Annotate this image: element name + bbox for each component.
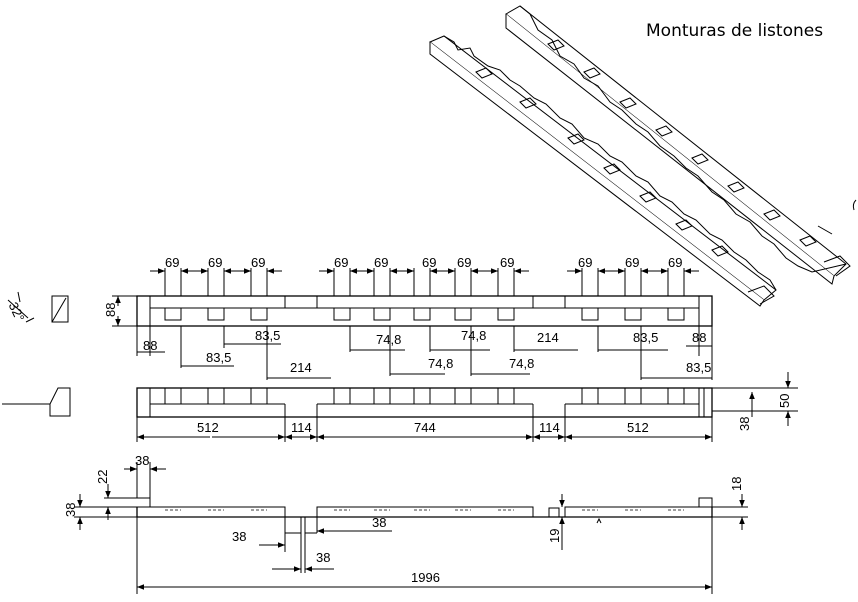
dim-69-9: 69 (578, 255, 592, 270)
dim-69-11: 69 (668, 255, 682, 270)
dim-512-left: 512 (197, 420, 219, 435)
dim-height-88: 88 (103, 303, 118, 317)
dim-height-50: 50 (777, 394, 792, 408)
dim-22: 22 (95, 470, 110, 484)
angle-detail: 32° (6, 291, 69, 324)
dim-69-1: 69 (165, 255, 179, 270)
dim-69-8: 69 (500, 255, 514, 270)
dim-114-left: 114 (291, 420, 312, 435)
dim-top-38: 38 (135, 453, 149, 468)
dim-notch-38-b: 38 (372, 515, 386, 530)
dim-744: 744 (414, 420, 436, 435)
profile-detail (2, 387, 71, 417)
dim-height-38: 38 (737, 417, 752, 431)
dim-body-38: 38 (63, 503, 78, 517)
drawing-title: Monturas de listones (646, 21, 823, 41)
top-view: 69 69 69 69 69 69 69 69 69 69 69 88 88 8… (103, 255, 713, 380)
dim-74-8-c: 74,8 (461, 328, 486, 343)
dim-69-5: 69 (374, 255, 388, 270)
isometric-slats (429, 5, 857, 307)
dim-83-5-a: 83,5 (206, 350, 231, 365)
dim-18: 18 (729, 477, 744, 491)
dim-74-8-b: 74,8 (428, 356, 453, 371)
angle-label: 32° (6, 300, 28, 324)
dim-19: 19 (547, 529, 562, 543)
dim-notch-38-a: 38 (232, 529, 246, 544)
dim-69-7: 69 (457, 255, 471, 270)
dim-69-10: 69 (625, 255, 639, 270)
dim-69-3: 69 (251, 255, 265, 270)
dim-83-5-b: 83,5 (255, 328, 280, 343)
dim-214-a: 214 (290, 360, 312, 375)
front-view: 512 114 744 114 512 50 38 (136, 372, 798, 442)
dim-right-88: 88 (692, 330, 706, 345)
dim-512-right: 512 (627, 420, 649, 435)
dim-114-right: 114 (539, 420, 560, 435)
dim-left-88: 88 (143, 338, 157, 353)
dim-notch-38-c: 38 (316, 550, 330, 565)
dim-69-6: 69 (422, 255, 436, 270)
side-view: 38 22 38 18 19 38 38 38 1996 (63, 453, 748, 594)
dim-83-5-d: 83,5 (686, 360, 711, 375)
dim-74-8-d: 74,8 (509, 356, 534, 371)
dim-total-1996: 1996 (411, 570, 440, 585)
dim-74-8-a: 74,8 (376, 332, 401, 347)
dim-83-5-c: 83,5 (633, 330, 658, 345)
dim-69-4: 69 (334, 255, 348, 270)
dim-214-b: 214 (537, 330, 559, 345)
dim-69-2: 69 (208, 255, 222, 270)
